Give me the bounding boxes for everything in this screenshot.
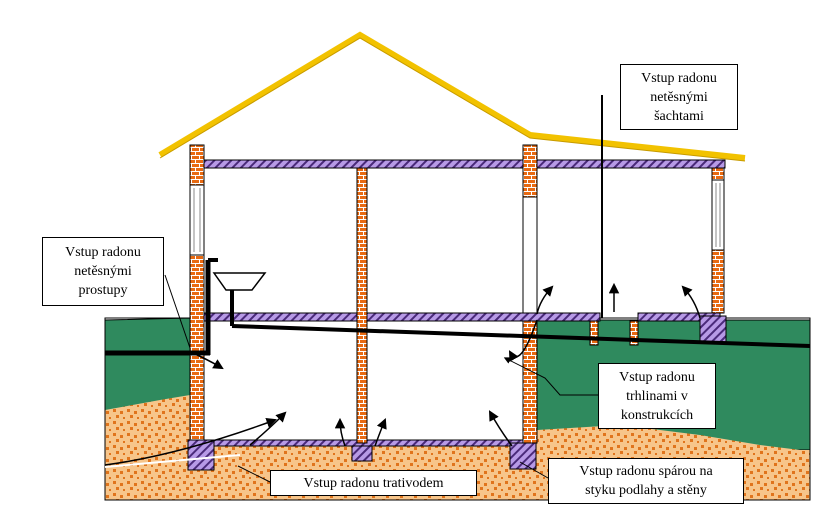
arrow-footing-left <box>334 417 346 447</box>
label-shafts-line-3: šachtami <box>654 108 704 124</box>
arrow-footing-right <box>374 418 387 447</box>
middle-footing <box>351 445 373 462</box>
label-joint-line-1: Vstup radonu spárou na <box>579 464 713 479</box>
shaft <box>589 95 639 346</box>
arrow-right <box>681 285 701 319</box>
label-shafts-line-2: netěsnými <box>650 89 708 105</box>
label-joint: Vstup radonu spárou na styku podlahy a s… <box>548 458 744 504</box>
label-drain: Vstup radonu trativodem <box>270 470 477 496</box>
label-penetrations: Vstup radonu netěsnými prostupy <box>42 237 164 306</box>
leader-lines <box>164 274 598 483</box>
arrow-penetration <box>189 351 224 370</box>
sink <box>212 272 267 291</box>
label-shafts: Vstup radonu netěsnými šachtami <box>620 64 738 130</box>
label-penetrations-line-2: netěsnými <box>74 264 132 279</box>
arrow-crack-center <box>508 319 538 362</box>
label-cracks: Vstup radonu trhlinami v konstrukcích <box>598 363 716 429</box>
radon-arrows <box>104 282 701 466</box>
label-penetrations-line-3: prostupy <box>78 283 128 298</box>
left-wall <box>187 144 215 471</box>
arrow-floor-left <box>249 411 287 446</box>
label-penetrations-line-1: Vstup radonu <box>65 245 141 260</box>
ceiling-slab <box>189 159 726 169</box>
arrow-gravel <box>104 417 277 466</box>
center-wall <box>509 144 538 470</box>
label-cracks-line-2: trhlinami v <box>626 388 688 404</box>
label-shafts-line-1: Vstup radonu <box>641 70 717 86</box>
drain-line <box>104 454 241 468</box>
label-drain-line-1: Vstup radonu trativodem <box>303 475 444 491</box>
floor-slab <box>189 312 721 322</box>
label-cracks-line-3: konstrukcích <box>620 407 694 423</box>
label-joint-line-2: styku podlahy a stěny <box>585 483 707 498</box>
pipes <box>105 258 811 356</box>
label-cracks-line-1: Vstup radonu <box>619 369 695 385</box>
right-wall <box>699 167 727 343</box>
middle-column <box>356 167 368 444</box>
roof <box>158 31 746 162</box>
arrow-center-top <box>536 285 554 315</box>
arrow-joint <box>488 410 513 447</box>
